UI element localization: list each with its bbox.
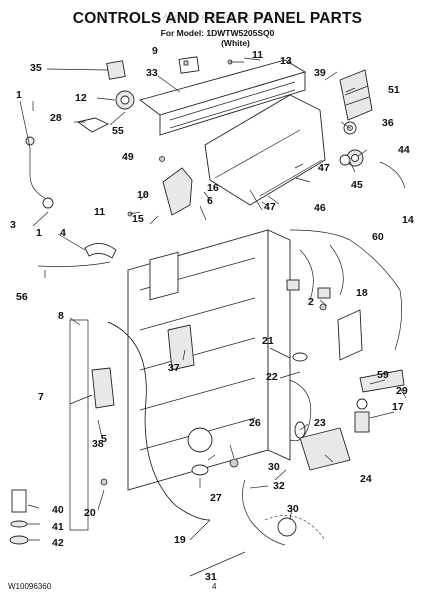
callout-8: 8 [58, 310, 64, 322]
cap-27 [191, 464, 209, 476]
pump-bracket-24 [299, 427, 351, 471]
callout-30-lower: 30 [287, 503, 299, 515]
callout-18: 18 [356, 287, 368, 299]
control-board-18 [337, 309, 363, 361]
valve-17 [354, 398, 370, 433]
callout-29: 29 [396, 385, 408, 397]
connector-2 [319, 303, 327, 311]
callout-24: 24 [360, 473, 372, 485]
switch-35 [106, 60, 126, 80]
bolt-26 [229, 458, 239, 468]
callout-12: 12 [75, 92, 87, 104]
callout-47-lower: 47 [264, 201, 276, 213]
callout-19: 19 [174, 534, 186, 546]
callout-2: 2 [308, 296, 314, 308]
callout-42: 42 [52, 537, 64, 549]
callout-4: 4 [60, 227, 66, 239]
callout-30-upper: 30 [268, 461, 280, 473]
callout-39: 39 [314, 67, 326, 79]
callout-41: 41 [52, 521, 64, 533]
screw-20 [100, 478, 108, 486]
callout-60: 60 [372, 231, 384, 243]
callout-21: 21 [262, 335, 274, 347]
console-housing [204, 94, 326, 206]
callout-16: 16 [207, 182, 219, 194]
callout-56: 56 [16, 291, 28, 303]
bracket-37 [167, 324, 195, 371]
model-number: For Model: 1DWTW5205SQ0 [160, 28, 275, 38]
callout-7: 7 [38, 391, 44, 403]
callout-49: 49 [122, 151, 134, 163]
callout-55: 55 [112, 125, 124, 137]
page-number: 4 [212, 582, 217, 591]
callout-22: 22 [266, 371, 278, 383]
frame-8 [69, 319, 89, 531]
knob-45 [339, 154, 351, 166]
callout-11-top: 11 [252, 49, 263, 61]
pump-38 [91, 367, 115, 409]
callout-33: 33 [146, 67, 158, 79]
callout-5: 5 [101, 433, 107, 445]
callout-28: 28 [50, 112, 62, 124]
document-number: W10096360 [8, 582, 52, 591]
hose-22 [289, 379, 312, 442]
callout-35: 35 [30, 62, 42, 74]
clamp-21 [292, 352, 308, 362]
callout-31: 31 [205, 571, 217, 583]
callout-23: 23 [314, 417, 326, 429]
drain-hose-7 [107, 321, 211, 521]
pump-hose-32-30-31 [242, 479, 326, 546]
callout-44: 44 [398, 144, 410, 156]
callout-1-top: 1 [16, 89, 22, 101]
knob-16 [162, 167, 193, 216]
callout-36: 36 [382, 117, 394, 129]
tie-56 [37, 261, 111, 267]
diagram-title: CONTROLS AND REAR PANEL PARTS [72, 10, 363, 27]
callout-20: 20 [84, 507, 96, 519]
switch-9 [178, 56, 200, 74]
callout-51: 51 [388, 84, 400, 96]
model-color: (White) [221, 38, 250, 48]
callout-3: 3 [10, 219, 16, 231]
callout-17: 17 [392, 401, 404, 413]
rear-panel-6 [127, 229, 291, 491]
callout-40: 40 [52, 504, 64, 516]
callout-9: 9 [152, 45, 158, 57]
console-rear-panel [138, 59, 307, 136]
callout-47-upper: 47 [318, 162, 330, 174]
hose-foot-40-42 [9, 489, 29, 545]
callout-37: 37 [168, 362, 180, 374]
callout-59: 59 [377, 369, 389, 381]
harness-14 [379, 161, 406, 189]
callout-1-bottom: 1 [36, 227, 42, 239]
callout-27: 27 [210, 492, 222, 504]
callout-32: 32 [273, 480, 285, 492]
watermark: AppliancePartsPros.com [162, 12, 273, 22]
timer-knob-44 [346, 149, 364, 167]
bracket-28 [76, 117, 110, 133]
callout-45: 45 [351, 179, 363, 191]
callout-38: 38 [92, 438, 104, 450]
callout-26: 26 [249, 417, 261, 429]
callout-15: 15 [132, 213, 144, 225]
console-end-cap-51 [339, 69, 373, 121]
callout-10: 10 [137, 189, 149, 201]
callout-13: 13 [280, 55, 292, 67]
wire-harness-60 [286, 229, 402, 351]
callout-11-mid: 11 [94, 206, 105, 218]
callout-6: 6 [207, 195, 213, 207]
leader-lines [19, 57, 407, 577]
callout-labels: 1 1 2 3 4 5 6 7 8 9 10 11 11 12 13 14 15… [10, 45, 414, 583]
callout-14: 14 [402, 214, 414, 226]
callout-46: 46 [314, 202, 326, 214]
water-valve-hose-3 [25, 136, 54, 209]
timer-12 [115, 90, 135, 110]
clamp-4 [84, 243, 117, 259]
